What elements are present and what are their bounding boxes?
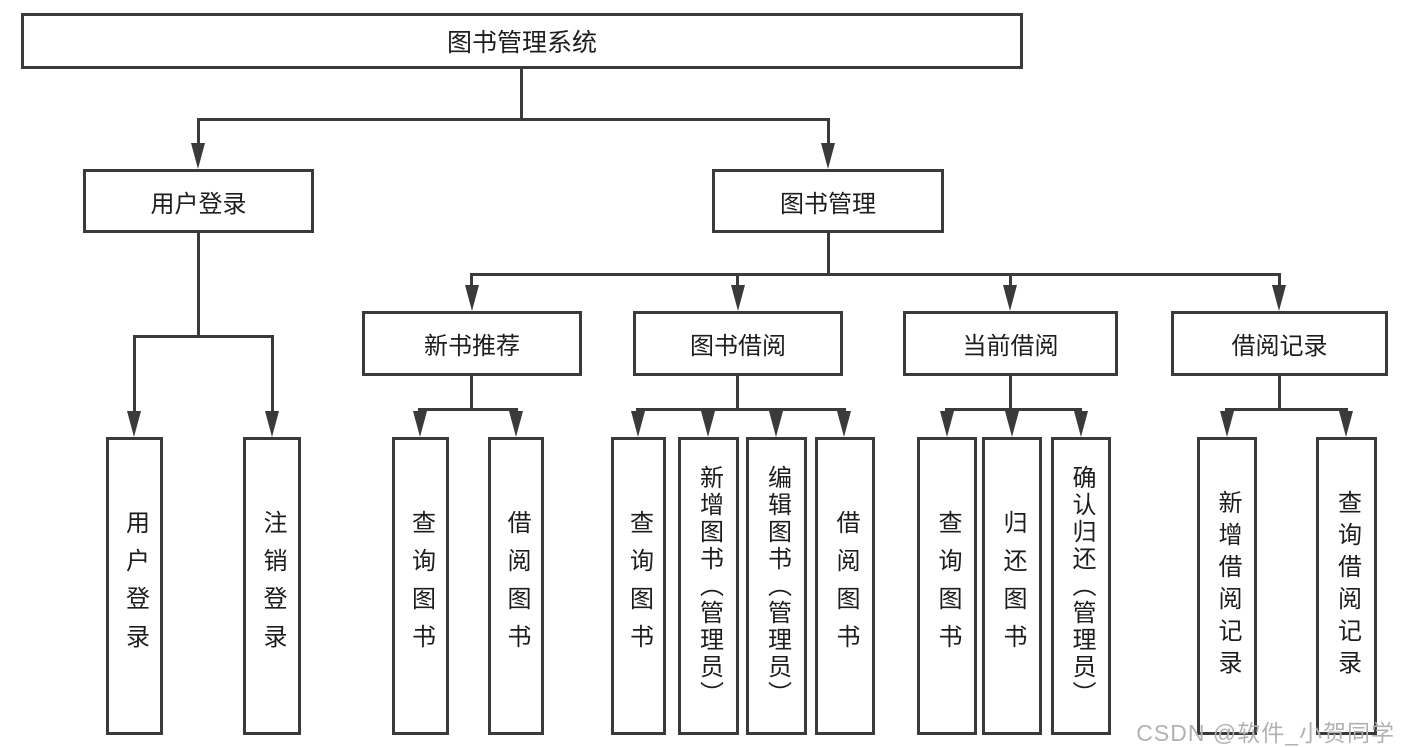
leaf-label: 确认归还（管理员） [1068,464,1095,708]
leaf-label: 借阅图书 [503,510,530,662]
leaf-label: 借阅图书 [832,510,859,662]
leaf-label: 查询图书 [625,510,653,662]
node-label: 图书借阅 [690,333,786,360]
leaf-label: 查询图书 [934,510,961,662]
leaf-borrowing-add-books-admin: 新增图书（管理员） [678,437,739,735]
line [133,335,136,415]
node-label: 当前借阅 [962,333,1059,360]
node-label: 用户登录 [150,190,247,218]
line [1009,376,1012,408]
arrowhead-down-icon [1220,411,1234,437]
line [945,408,1082,411]
arrowhead-down-icon [631,411,645,437]
line [1225,408,1348,411]
arrowhead-down-icon [1339,411,1353,437]
leaf-label: 新增借阅记录 [1214,490,1241,682]
arrowhead-down-icon [837,411,851,437]
line [470,273,1281,276]
line [1278,376,1281,408]
arrowhead-down-icon [1074,411,1088,437]
leaf-records-add-record: 新增借阅记录 [1197,437,1257,735]
line [271,335,274,415]
line [197,233,200,335]
line [736,273,739,289]
leaf-label: 归还图书 [999,510,1026,662]
line [133,335,274,338]
leaf-label: 编辑图书（管理员） [763,464,791,708]
leaf-label: 用户登录 [121,510,149,662]
arrowhead-down-icon [701,411,715,437]
node-current-borrowing: 当前借阅 [903,311,1118,376]
node-library-system: 图书管理系统 [21,13,1023,69]
arrowhead-down-icon [191,143,205,169]
arrowhead-down-icon [265,411,279,437]
leaf-user-login: 用户登录 [106,437,163,735]
line [1278,273,1281,289]
leaf-records-query-record: 查询借阅记录 [1316,437,1377,735]
leaf-logout: 注销登录 [243,437,301,735]
line [520,69,523,118]
line [197,118,830,121]
csdn-watermark: CSDN @软件_小贺同学 [1136,720,1395,746]
line [470,273,473,289]
arrowhead-down-icon [413,411,427,437]
line [827,118,830,146]
arrowhead-down-icon [1005,411,1019,437]
leaf-current-query-books: 查询图书 [917,437,977,735]
node-label: 借阅记录 [1231,333,1328,360]
leaf-current-confirm-return-admin: 确认归还（管理员） [1051,437,1111,735]
node-user-login: 用户登录 [83,169,314,233]
node-borrow-records: 借阅记录 [1171,311,1388,376]
leaf-borrowing-borrow-books: 借阅图书 [815,437,875,735]
node-label: 新书推荐 [424,333,520,360]
arrowhead-down-icon [509,411,523,437]
leaf-label: 注销登录 [259,510,286,662]
node-book-management: 图书管理 [712,169,944,233]
arrowhead-down-icon [769,411,783,437]
arrowhead-down-icon [465,285,479,311]
node-new-book-recommend: 新书推荐 [362,311,582,376]
arrowhead-down-icon [731,285,745,311]
line [1009,273,1012,289]
leaf-current-return-books: 归还图书 [982,437,1042,735]
leaf-borrowing-query-books: 查询图书 [611,437,666,735]
line [470,376,473,408]
leaf-label: 新增图书（管理员） [695,464,723,708]
line [197,118,200,146]
arrowhead-down-icon [1003,285,1017,311]
arrowhead-down-icon [821,143,835,169]
leaf-label: 查询图书 [407,510,435,662]
leaf-recommend-query-books: 查询图书 [392,437,449,735]
arrowhead-down-icon [1272,285,1286,311]
node-book-borrowing: 图书借阅 [633,311,843,376]
line [827,233,830,273]
node-label: 图书管理系统 [446,29,597,57]
arrowhead-down-icon [940,411,954,437]
line [736,376,739,408]
leaf-borrowing-edit-books-admin: 编辑图书（管理员） [746,437,807,735]
arrowhead-down-icon [127,411,141,437]
leaf-recommend-borrow-books: 借阅图书 [488,437,544,735]
line [419,408,518,411]
node-label: 图书管理 [780,190,876,218]
line [636,408,846,411]
leaf-label: 查询借阅记录 [1333,490,1361,682]
